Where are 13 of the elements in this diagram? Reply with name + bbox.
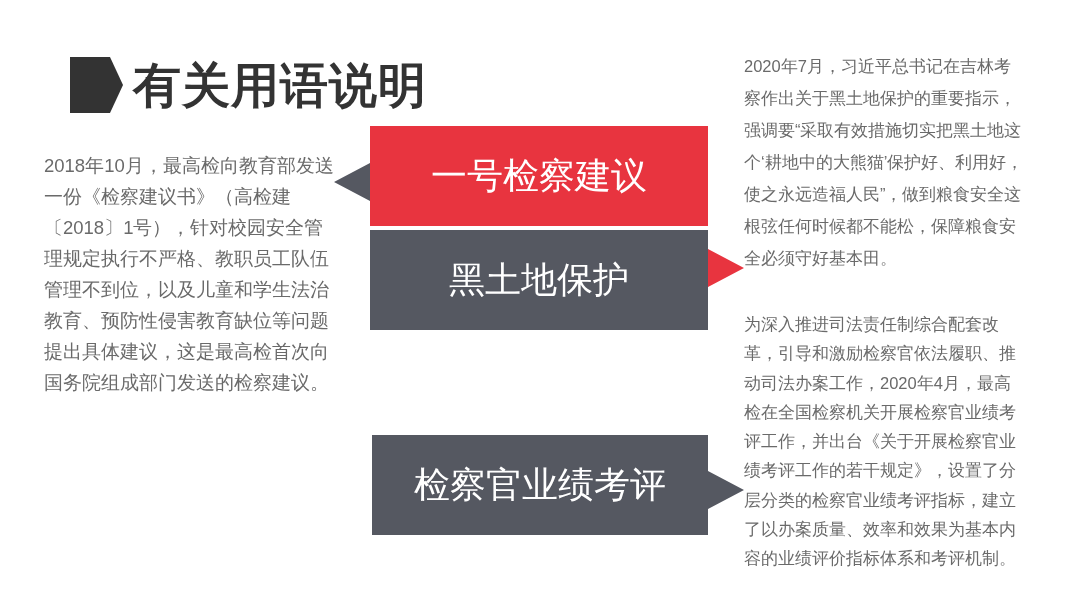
- slide-title: 有关用语说明: [133, 56, 427, 114]
- topic-box: [372, 435, 708, 535]
- topic-title: 黑土地保护: [449, 258, 629, 302]
- triangle-arrow: [708, 471, 744, 509]
- triangle-arrow: [708, 249, 744, 287]
- topic-box: [370, 230, 708, 330]
- triangle-arrow: [334, 163, 370, 201]
- description-text: 为深入推进司法责任制综合配套改革，引导和激励检察官依法履职、推动司法办案工作，2020年4月，最高检在全国检察机关开展检察官业绩考评工作，并出台《关于开展检察官业绩考评工作的若干规定》，设置了分层分类的检察官业绩考评指标，建立了以办案质量、效率和效果为基本内容的业绩评价指标体系和考评机制。: [744, 310, 1024, 574]
- topic-box: [370, 126, 708, 226]
- topic-title: 一号检察建议: [431, 154, 647, 198]
- topic-title: 检察官业绩考评: [414, 463, 666, 507]
- description-text: 2018年10月，最高检向教育部发送一份《检察建议书》（高检建〔2018〕1号），针对校园安全管理规定执行不严格、教职员工队伍管理不到位，以及儿童和学生法治教育、预防性侵害教育缺位等问题提出具体建议，这是最高检首次向国务院组成部门发送的检察建议。: [44, 150, 334, 398]
- description-text: 2020年7月，习近平总书记在吉林考察作出关于黑土地保护的重要指示，强调要“采取有效措施切实把黑土地这个‘耕地中的大熊猫’保护好、利用好，使之永远造福人民”，做到粮食安全这根弦任何时候都不能松，保障粮食安全必须守好基本田。: [744, 50, 1024, 274]
